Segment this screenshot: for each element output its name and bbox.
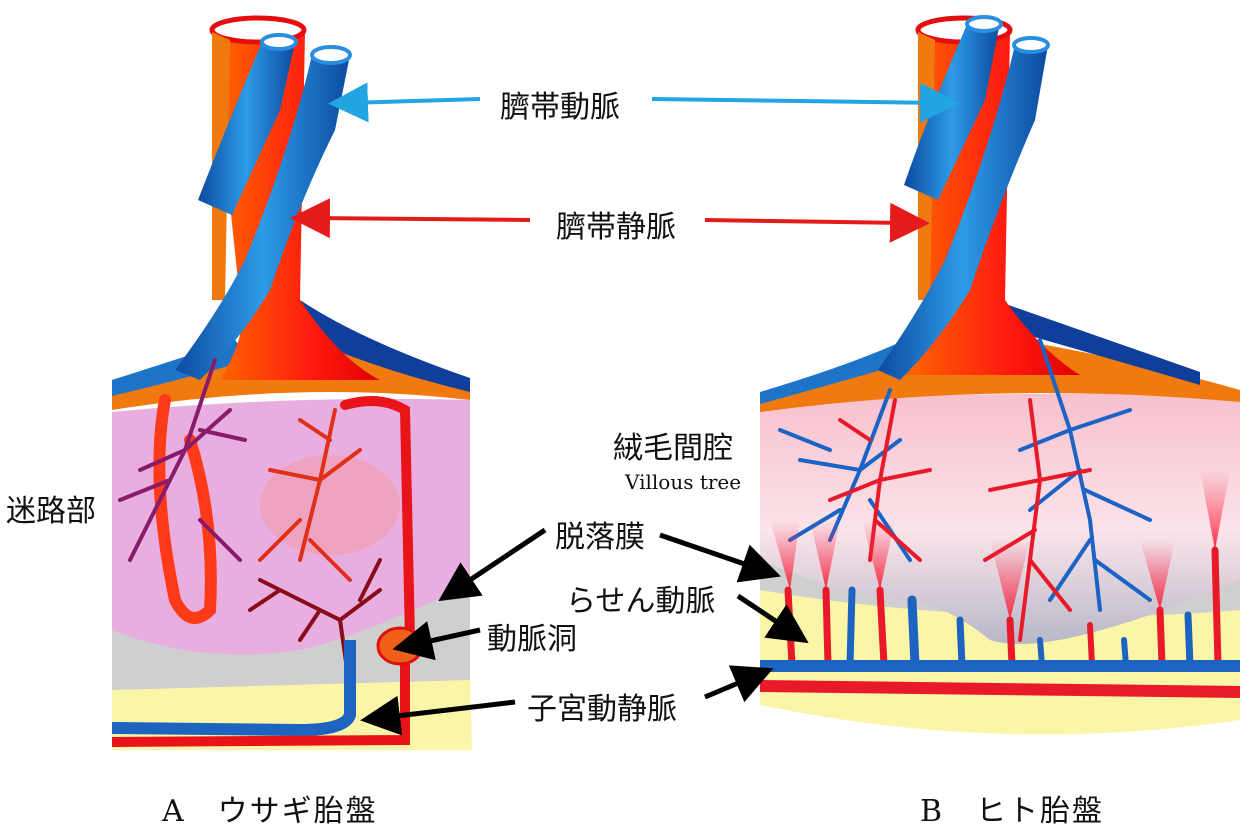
arrow-uterine-right [705,676,755,697]
arrow-decidua-right [660,535,762,570]
label-uterine-vessels: 子宮動静脈 [527,684,677,728]
label-intervillous-space: 絨毛間腔 [613,423,733,467]
label-decidua: 脱落膜 [555,512,645,556]
label-umbilical-vein: 臍帯静脈 [556,202,676,246]
arrow-artery-left [348,99,480,103]
arrow-artery-right [652,99,940,103]
label-labyrinth: 迷路部 [6,486,96,530]
label-villous-tree: Villous tree [625,470,741,494]
rabbit-placenta [112,18,472,750]
label-spiral-artery: らせん動脈 [566,576,715,620]
label-umbilical-artery: 臍帯動脈 [500,82,620,126]
arrow-vein-right [705,220,910,223]
caption-b: B ヒト胎盤 [920,786,1104,829]
caption-a: A ウサギ胎盤 [162,786,378,829]
human-uterine-artery [760,686,1240,692]
human-placenta [760,17,1240,734]
arrow-vein-left [310,218,530,220]
label-arterial-sinus: 動脈洞 [487,614,577,658]
